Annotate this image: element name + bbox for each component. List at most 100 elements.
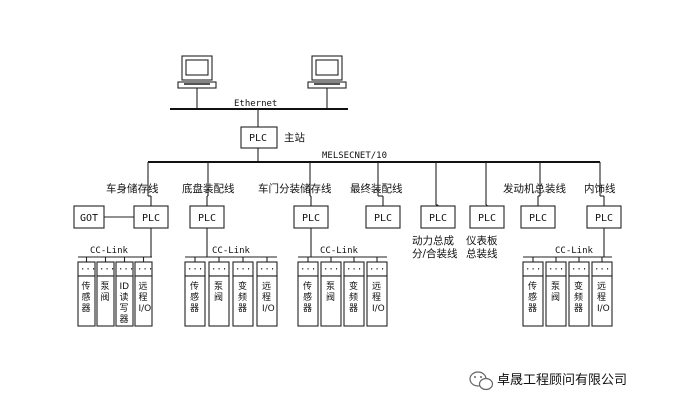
device-box	[366, 275, 388, 327]
device-port-dots: ···	[235, 265, 251, 275]
device: ··· 变频器	[343, 257, 365, 327]
main-plc-label: PLC	[249, 133, 267, 144]
device: ··· 传感器	[522, 257, 544, 327]
device: ··· 变频器	[568, 257, 590, 327]
line-3: 最终装配线 PLC	[350, 162, 403, 229]
device-port-dots: ···	[323, 265, 339, 275]
line-5: 仪表板总装线 PLC	[466, 162, 505, 260]
device-box	[545, 275, 567, 327]
device: ··· 泵阀	[208, 257, 230, 327]
watermark: 卓晟工程顾问有限公司	[469, 371, 627, 391]
device-port-dots: ···	[211, 265, 227, 275]
line-label: 仪表板总装线	[466, 234, 498, 260]
line-6: 发动机总装线 PLC	[503, 162, 566, 229]
plc-label: PLC	[478, 213, 496, 224]
device: ··· 泵阀	[545, 257, 567, 327]
device-port-dots: ···	[346, 265, 362, 275]
device-label: 变频器	[574, 280, 583, 314]
device-port-dots: ···	[548, 265, 564, 275]
melsecnet-label: MELSECNET/10	[322, 151, 387, 161]
line-label: 车身储存线	[106, 182, 159, 195]
line-4: 动力总成分/合装线 PLC	[412, 162, 458, 260]
computer-right	[307, 55, 347, 89]
device-port-dots: ···	[137, 265, 153, 275]
ethernet-label: Ethernet	[234, 99, 277, 109]
device: ···传感器	[184, 257, 206, 327]
line-label: 发动机总装线	[503, 182, 566, 195]
device-label: 变频器	[349, 280, 358, 314]
device-box	[297, 275, 319, 327]
plc-label: PLC	[374, 213, 392, 224]
device-label: 传感器	[528, 280, 537, 314]
device: ··· 变频器	[232, 257, 254, 327]
plc-label: PLC	[198, 213, 216, 224]
plc-box	[469, 205, 505, 229]
device-port-dots: ···	[300, 265, 316, 275]
cclink-label: CC-Link	[320, 246, 359, 256]
device-port-dots: ···	[99, 265, 115, 275]
line-label: 最终装配线	[350, 182, 403, 195]
device-port-dots: ···	[259, 265, 275, 275]
device: ··· 泵阀	[320, 257, 342, 327]
device-box	[568, 275, 590, 327]
device-box	[134, 275, 153, 327]
got-label: GOT	[80, 213, 98, 224]
device-port-dots: ···	[525, 265, 541, 275]
device: ···泵阀	[96, 257, 115, 327]
device-box	[208, 275, 230, 327]
device-box	[256, 275, 278, 327]
plc-label: PLC	[142, 213, 160, 224]
device-label: 传感器	[82, 280, 91, 314]
cclink-label: CC-Link	[212, 246, 251, 256]
plc-box	[520, 205, 556, 229]
line-label: 底盘装配线	[182, 182, 235, 195]
device: ··· 传感器	[77, 257, 96, 327]
device-label: 泵阀	[551, 281, 560, 303]
device-port-dots: ···	[369, 265, 385, 275]
device-label: 变频器	[238, 280, 247, 314]
device-port-dots: ···	[187, 265, 203, 275]
device-box	[77, 275, 96, 327]
device-box	[320, 275, 342, 327]
device-box	[232, 275, 254, 327]
device-box	[591, 275, 613, 327]
plc-label: PLC	[429, 213, 447, 224]
plc-label: PLC	[529, 213, 547, 224]
watermark-text: 卓晟工程顾问有限公司	[497, 373, 627, 388]
plc-label: PLC	[595, 213, 613, 224]
main-plc-box	[240, 126, 278, 149]
device-label: 泵阀	[326, 281, 335, 303]
device-box	[184, 275, 206, 327]
plc-label: PLC	[302, 213, 320, 224]
device-label: 泵阀	[214, 281, 223, 303]
computer-left	[177, 55, 217, 89]
device-port-dots: ···	[594, 265, 610, 275]
device-box	[522, 275, 544, 327]
device-port-dots: ···	[571, 265, 587, 275]
line-label: 动力总成分/合装线	[412, 234, 458, 260]
line-label: 内饰线	[584, 182, 616, 195]
device: ··· 传感器	[297, 257, 319, 327]
device-box	[115, 275, 134, 327]
wechat-icon	[469, 371, 494, 391]
device-box	[343, 275, 365, 327]
cclink-label: CC-Link	[90, 246, 129, 256]
main-station-label: 主站	[284, 131, 305, 144]
device-port-dots: ···	[80, 265, 96, 275]
device-label: 传感器	[303, 280, 312, 314]
cclink-label: CC-Link	[555, 246, 594, 256]
